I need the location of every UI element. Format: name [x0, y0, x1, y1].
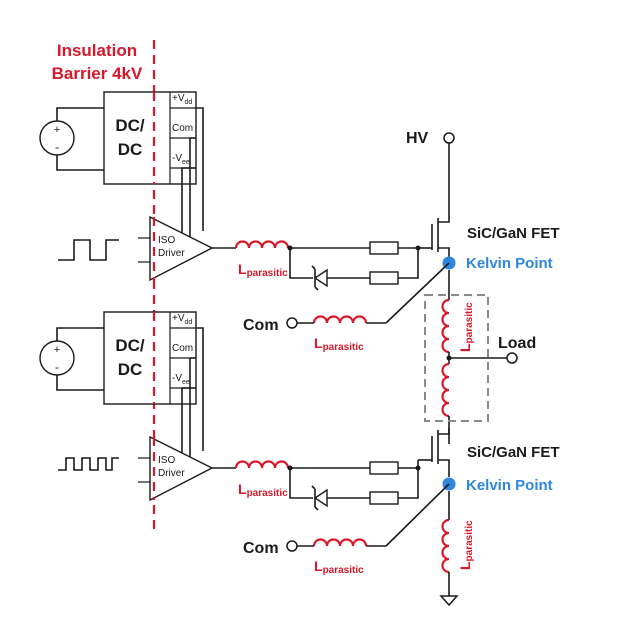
driver-label-line2: Driver — [158, 248, 185, 259]
vdd-sub-lower: dd — [185, 319, 193, 326]
upper-com-lparasitic-sub: parasitic — [323, 342, 365, 353]
svg-text:+Vdd: +Vdd — [172, 93, 192, 106]
gate-diode-lower — [313, 488, 328, 508]
upper-fet: SiC/GaN FET — [431, 216, 560, 262]
vee-sub: ee — [182, 159, 190, 166]
vdd-label-lower: +V — [172, 313, 185, 324]
gate-lparasitic-main: L — [238, 261, 247, 277]
lower-com-lparasitic-main: L — [314, 558, 323, 574]
vee-label: -V — [172, 153, 182, 164]
upper-src-lparasitic-main: L — [457, 343, 473, 352]
vdd-label: +V — [172, 93, 185, 104]
driver-label-line1-lower: ISO — [158, 455, 175, 466]
parasitic-highlight-box — [424, 294, 489, 422]
svg-text:-Vee: -Vee — [172, 373, 190, 386]
vdd-sub: dd — [185, 99, 193, 106]
dcdc-com-label-lower: Com — [172, 343, 193, 354]
hv-terminal[interactable] — [443, 132, 455, 144]
upper-kelvin-label: Kelvin Point — [466, 255, 553, 272]
pwm-waveform — [58, 239, 119, 261]
svg-text:Lparasitic: Lparasitic — [457, 520, 475, 570]
upper-com-label: Com — [243, 317, 279, 334]
source-minus-lower: - — [55, 360, 59, 374]
dcdc-label-line2-lower: DC — [118, 360, 143, 379]
upper-com-lparasitic-main: L — [314, 335, 323, 351]
svg-text:Lparasitic: Lparasitic — [457, 302, 475, 352]
load-label: Load — [498, 335, 536, 352]
load-terminal[interactable] — [506, 352, 518, 364]
lower-src-lparasitic-main: L — [457, 561, 473, 570]
gate-resistor-off — [369, 271, 399, 285]
barrier-label-line1: Insulation — [57, 41, 137, 60]
dcdc-label-line1: DC/ — [115, 116, 145, 135]
svg-text:Lparasitic: Lparasitic — [314, 335, 364, 353]
lower-gate-drive: + - DC/ DC +Vdd Com -Vee ISO Driver Lpar… — [39, 311, 432, 511]
gate-resistor-off-lower — [369, 491, 399, 505]
gate-lparasitic-sub-lower: parasitic — [247, 488, 289, 499]
upper-fet-label: SiC/GaN FET — [467, 225, 560, 242]
lower-com-terminal[interactable] — [286, 540, 298, 552]
hv-label: HV — [406, 130, 429, 147]
driver-label-line1: ISO — [158, 235, 175, 246]
iso-driver-lower — [149, 435, 214, 502]
lower-drain-inductor — [441, 362, 450, 418]
lower-fet-label: SiC/GaN FET — [467, 444, 560, 461]
lower-kelvin-label: Kelvin Point — [466, 477, 553, 494]
upper-src-lparasitic-sub: parasitic — [464, 302, 475, 344]
dcdc-label-line1-lower: DC/ — [115, 336, 145, 355]
svg-text:+Vdd: +Vdd — [172, 313, 192, 326]
driver-label-line2-lower: Driver — [158, 468, 185, 479]
ground-icon — [439, 595, 459, 607]
upper-source-inductor — [441, 298, 450, 354]
gate-lparasitic-sub: parasitic — [247, 268, 289, 279]
gate-inductor — [234, 240, 290, 249]
gate-inductor-lower — [234, 460, 290, 469]
svg-text:Lparasitic: Lparasitic — [238, 481, 288, 499]
iso-driver — [149, 215, 214, 282]
dcdc-com-label: Com — [172, 123, 193, 134]
gate-lparasitic-main-lower: L — [238, 481, 247, 497]
gate-resistor-on — [369, 241, 399, 255]
lower-fet: SiC/GaN FET — [431, 428, 560, 477]
vee-sub-lower: ee — [182, 379, 190, 386]
vee-label-lower: -V — [172, 373, 182, 384]
source-plus-lower: + — [54, 344, 60, 356]
gate-resistor-on-lower — [369, 461, 399, 475]
lower-com-inductor — [312, 538, 368, 547]
svg-text:Lparasitic: Lparasitic — [238, 261, 288, 279]
power-stage: HV SiC/GaN FET Kelvin Point Lparasitic L… — [243, 130, 560, 607]
upper-com-terminal[interactable] — [286, 317, 298, 329]
svg-text:Lparasitic: Lparasitic — [314, 558, 364, 576]
lower-src-lparasitic-sub: parasitic — [464, 520, 475, 562]
svg-text:-Vee: -Vee — [172, 153, 190, 166]
source-minus: - — [55, 140, 59, 154]
upper-gate-drive: + - DC/ DC +Vdd Com -Vee ISO Driver Lpar… — [39, 91, 432, 291]
pwm-waveform-lower — [58, 457, 119, 471]
source-plus: + — [54, 124, 60, 136]
lower-com-label: Com — [243, 540, 279, 557]
lower-source-inductor — [441, 518, 450, 574]
lower-com-lparasitic-sub: parasitic — [323, 565, 365, 576]
barrier-label-line2: Barrier 4kV — [52, 64, 143, 83]
gate-diode — [313, 268, 328, 288]
upper-com-inductor — [312, 315, 368, 324]
dcdc-label-line2: DC — [118, 140, 143, 159]
